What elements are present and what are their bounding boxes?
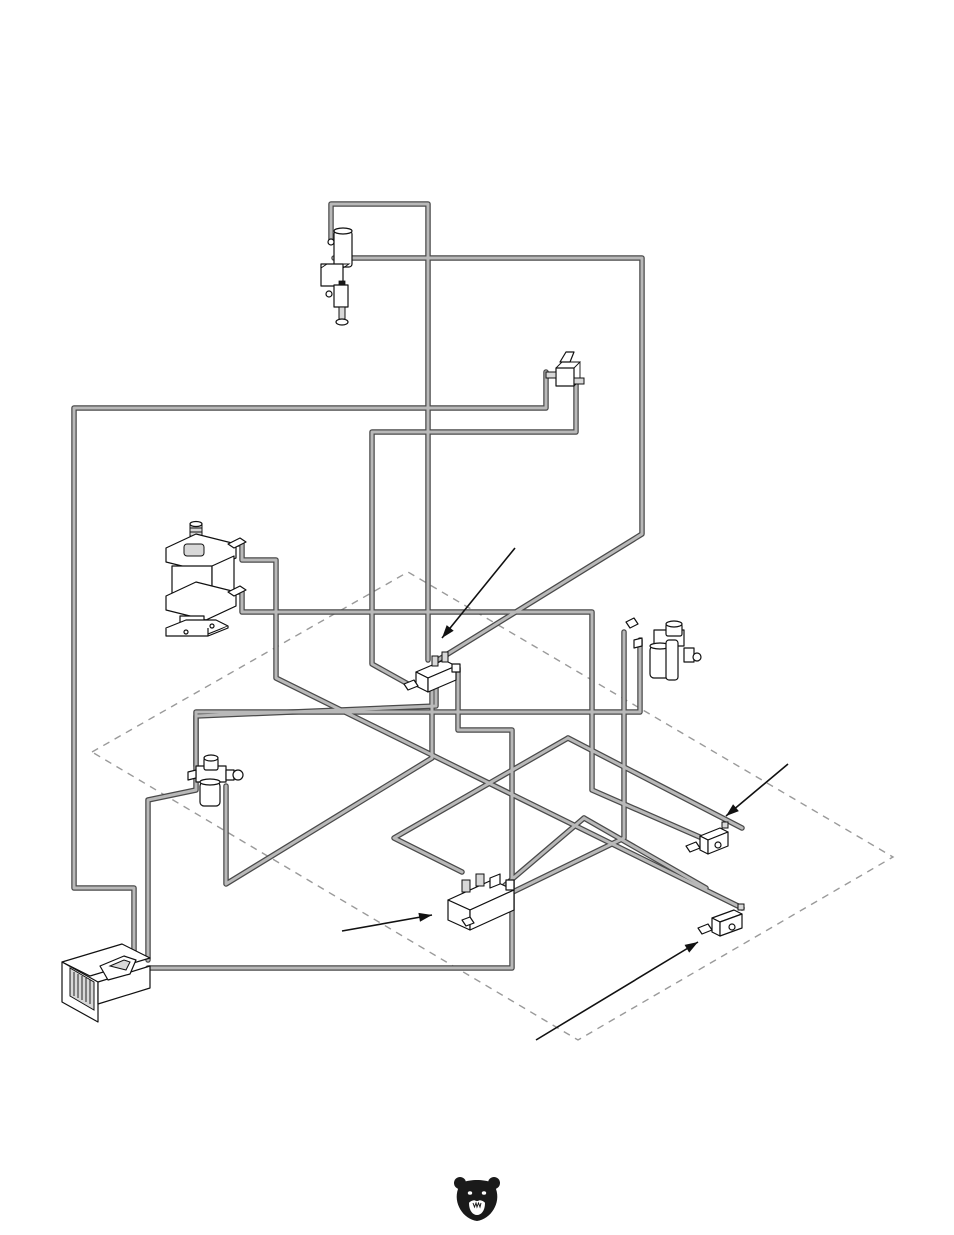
air-tube-core-2 — [334, 258, 642, 660]
air-tube-5 — [236, 544, 742, 908]
air-tube-3 — [74, 372, 546, 952]
air-tube-10 — [226, 690, 432, 884]
grizzly-bear-logo — [454, 1177, 500, 1221]
callout-arrow-3 — [342, 913, 432, 931]
callout-arrow-1 — [442, 548, 515, 638]
air-tube-8 — [148, 640, 640, 960]
air-tube-2 — [334, 258, 642, 660]
air-tube-core-3 — [74, 372, 546, 952]
air-tube-core-8 — [148, 640, 640, 960]
air-tube-7 — [196, 672, 436, 766]
air-tube-core-9 — [484, 632, 624, 906]
air-tube-core-10 — [226, 690, 432, 884]
callout-arrow-4 — [536, 942, 698, 1040]
air-tube-9 — [484, 632, 624, 906]
center-valve — [404, 652, 460, 692]
right-valve-upper — [686, 822, 728, 854]
air-tube-core-7 — [196, 672, 436, 766]
main-cylinder — [166, 522, 246, 637]
air-tube-core-14 — [584, 818, 706, 888]
foot-pedal — [62, 944, 150, 1022]
air-tube-6 — [236, 592, 718, 845]
air-tube-core-5 — [236, 544, 742, 908]
top-right-valve — [546, 352, 584, 386]
air-tube-core-6 — [236, 592, 718, 845]
top-cylinder — [321, 228, 352, 325]
right-valve-lower — [698, 904, 744, 936]
